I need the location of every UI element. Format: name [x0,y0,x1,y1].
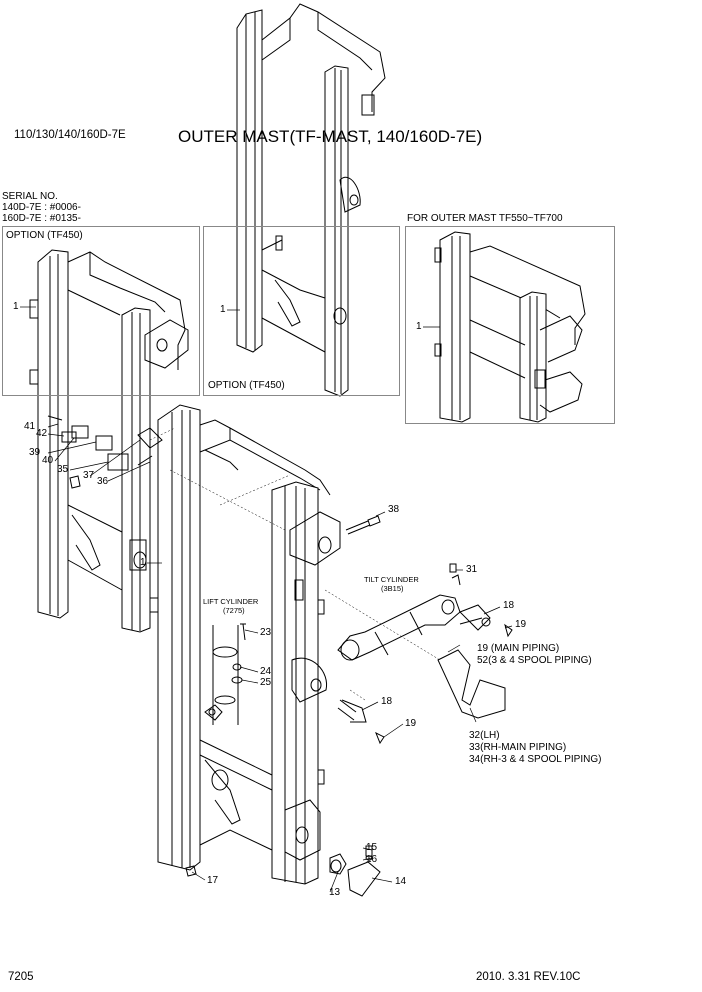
callout-1-right: 1 [416,321,422,332]
note-33-rh-main: 33(RH-MAIN PIPING) [469,742,567,753]
right-mast-drawing [435,232,585,422]
option-left-label: OPTION (TF450) [6,230,83,241]
callout-37: 37 [83,470,95,481]
callout-35: 35 [57,464,69,475]
serial-line-2: 160D-7E : #0135- [2,213,81,224]
callout-1-left: 1 [13,301,19,312]
note-52-spool-piping: 52(3 & 4 SPOOL PIPING) [477,655,592,666]
callout-18-top: 18 [503,600,515,611]
callout-38: 38 [388,504,400,515]
callout-24: 24 [260,666,272,677]
page-title: OUTER MAST(TF-MAST, 140/160D-7E) [178,127,483,146]
center-mast-drawing [237,4,385,396]
callout-36: 36 [97,476,109,487]
option-center-box [203,226,400,396]
callout-25: 25 [260,677,272,688]
small-parts-drawing [48,416,512,896]
outer-mast-right-box [405,226,615,424]
left-mast-drawing [30,250,188,632]
callout-39: 39 [29,447,41,458]
note-32-lh: 32(LH) [469,730,500,741]
callout-19-mid: 19 [405,718,417,729]
serial-heading: SERIAL NO. [2,191,58,202]
serial-line-1: 140D-7E : #0006- [2,202,81,213]
guide-lines [150,428,440,700]
callout-1-center: 1 [220,304,226,315]
note-19-main-piping: 19 (MAIN PIPING) [477,643,560,654]
leader-lines [20,307,512,892]
lift-cylinder-label: LIFT CYLINDER [203,597,259,606]
callout-18-mid: 18 [381,696,393,707]
callout-15: 15 [366,842,378,853]
option-center-label: OPTION (TF450) [208,380,285,391]
page-number: 7205 [8,971,34,983]
option-left-box [2,226,200,396]
callout-17: 17 [207,875,219,886]
callout-40: 40 [42,455,54,466]
callout-19-top: 19 [515,619,527,630]
callout-1-main: 1 [140,557,146,568]
callout-13: 13 [329,887,341,898]
note-34-rh-spool: 34(RH-3 & 4 SPOOL PIPING) [469,754,602,765]
tilt-cylinder-label: TILT CYLINDER [364,575,419,584]
callout-23: 23 [260,627,272,638]
model-list: 110/130/140/160D-7E [14,129,126,141]
callout-41: 41 [24,421,36,432]
callout-14: 14 [395,876,407,887]
callout-16: 16 [366,854,378,865]
main-mast-drawing [158,405,340,884]
tilt-cylinder-drawing [338,595,460,660]
callout-31: 31 [466,564,478,575]
tilt-cylinder-code: (3B15) [381,584,404,593]
callout-42: 42 [36,428,48,439]
revision-date: 2010. 3.31 REV.10C [476,971,581,983]
outer-mast-right-label: FOR OUTER MAST TF550~TF700 [407,213,563,224]
lift-cylinder-drawing [205,625,238,725]
lift-cylinder-code: (7275) [223,606,245,615]
